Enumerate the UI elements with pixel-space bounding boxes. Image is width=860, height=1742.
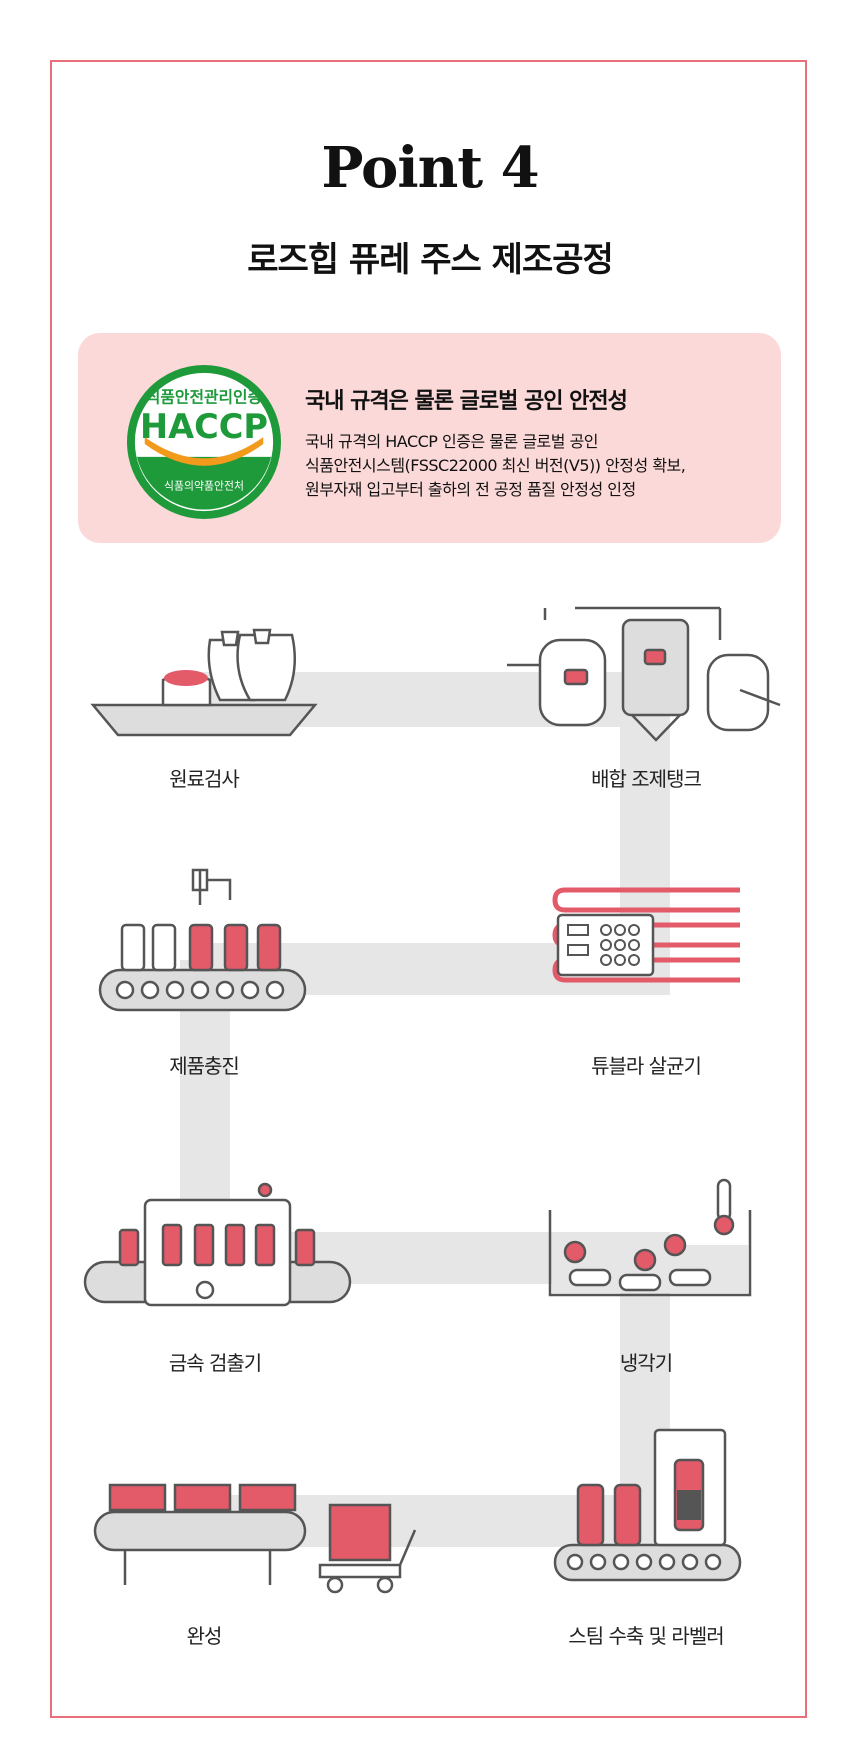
page-subtitle: 로즈힙 퓨레 주스 제조공정 [247,240,614,280]
certification-description: 국내 규격의 HACCP 인증은 물론 글로벌 공인 식품안전시스템(FSSC2… [305,430,686,502]
tubular-sterilizer-icon [552,887,740,983]
raw-material-inspection-icon [90,628,318,737]
metal-detector-icon [83,1182,352,1307]
finished-product-icon [93,1483,417,1594]
cooler-icon [548,1178,752,1297]
product-filling-icon [98,868,307,1012]
process-step-label: 원료검사 [169,767,240,791]
process-step-label: 배합 조제탱크 [591,767,702,791]
content-frame [50,60,807,1718]
page-title: Point 4 [321,135,539,201]
badge-top-text: 식품안전관리인증 [146,388,262,407]
process-step-label: 완성 [186,1624,223,1648]
process-step-label: 스팀 수축 및 라벨러 [568,1624,724,1648]
certification-heading: 국내 규격은 물론 글로벌 공인 안전성 [305,389,628,414]
process-step-label: 냉각기 [619,1351,673,1375]
mixing-tank-icon [507,606,781,742]
process-path [180,672,670,1547]
badge-bottom-text: 식품의약품안전처 [164,478,244,492]
haccp-badge-icon: 식품안전관리인증 HACCP 식품의약품안전처 [126,364,282,520]
steam-shrink-labeler-icon [553,1428,742,1582]
process-step-label: 제품충진 [169,1054,240,1078]
certification-line: 원부자재 입고부터 출하의 전 공정 품질 안정성 인정 [305,480,636,499]
certification-line: 국내 규격의 HACCP 인증은 물론 글로벌 공인 [305,432,599,451]
badge-main-text: HACCP [140,407,268,446]
certification-line: 식품안전시스템(FSSC22000 최신 버전(V5)) 안정성 확보, [305,456,686,475]
process-step-label: 튜블라 살균기 [591,1054,702,1078]
process-step-label: 금속 검출기 [168,1351,262,1375]
